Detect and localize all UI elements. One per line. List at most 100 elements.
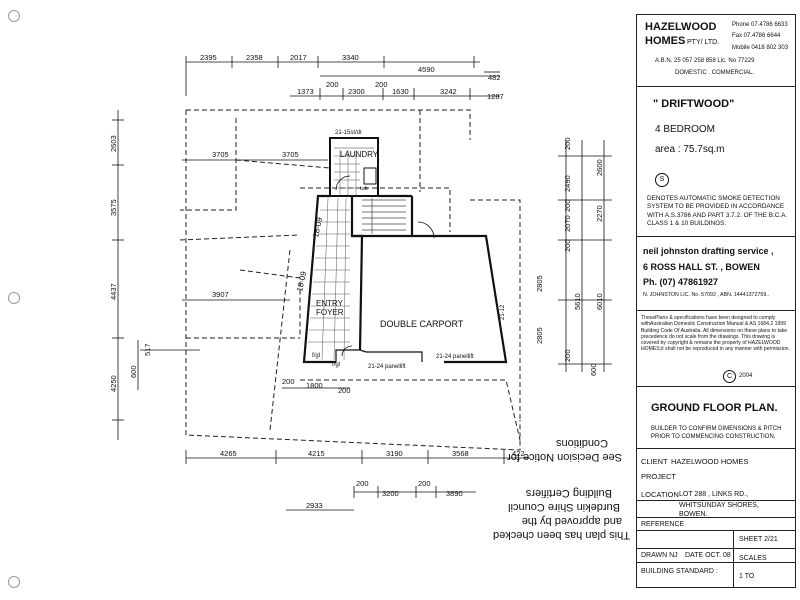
dim-right-a: 200 xyxy=(563,137,572,150)
dim-left-b: 3575 xyxy=(109,199,118,216)
room-labels: LAUNDRY 21-15st/dr tub ENTRY FOYER DOUBL… xyxy=(295,130,506,370)
dim-bot2-c: 3190 xyxy=(386,449,403,458)
dim-top1-b: 2358 xyxy=(246,53,263,62)
window-2112: 21-12 xyxy=(500,304,506,320)
company-block: HAZELWOOD HOMES PTY/ LTD. Phone 07.4786 … xyxy=(637,15,795,87)
plan-note: BUILDER TO CONFIRM DIMENSIONS & PITCH PR… xyxy=(651,426,782,440)
svg-text:This plan has been checked: This plan has been checked xyxy=(493,529,630,541)
fixed-glass-1: f/gl xyxy=(312,353,320,359)
dim-mid-b: 3705 xyxy=(282,150,299,159)
dim-top2-c: 1373 xyxy=(297,87,314,96)
dim-bot3-b: 200 xyxy=(418,479,431,488)
dim-bot1-c: 200 xyxy=(338,386,351,395)
company-abn: A.B.N. 25 057 258 858 Lic. No 77229 xyxy=(655,58,755,64)
copyright-block: ThesePlans & specifications have been de… xyxy=(637,311,795,387)
bottom-dimension-chain-3: 200 200 3200 3890 2933 xyxy=(286,479,476,511)
dim-right2-c: 5610 xyxy=(573,293,582,310)
company-fax: Fax 07.4786 6644 xyxy=(732,33,781,39)
window-1809b: 18-09 xyxy=(295,270,308,292)
dim-bot2-e: 422 xyxy=(512,449,525,458)
copyright-icon: C xyxy=(723,370,736,383)
location-line1: LOT 288 , LINKS RD., xyxy=(679,491,749,498)
company-type: DOMESTIC . COMMERCIAL. xyxy=(675,70,755,76)
dim-mid-c: 3907 xyxy=(212,290,229,299)
punch-hole xyxy=(8,576,20,588)
drawn-row: DRAWN NJ DATE OCT. 08 xyxy=(637,549,795,563)
drafter-address: 6 ROSS HALL ST. , BOWEN xyxy=(643,262,760,272)
svg-text:See Decision Notice for: See Decision Notice for xyxy=(507,451,622,463)
floor-plan-drawing: 2395 2358 2017 3340 4590 482 200 200 137… xyxy=(109,53,630,541)
dim-top1-e: 4590 xyxy=(418,65,435,74)
laundry-door-note: 21-15st/dr xyxy=(335,130,362,136)
client-label: CLIENT xyxy=(641,457,668,466)
dim-right2-a: 2600 xyxy=(595,159,604,176)
dim-top1-f: 482 xyxy=(488,73,501,82)
scales-label: SCALES xyxy=(739,555,767,562)
right-dimension-chains: 200 2490 200 2070 200 2805 2805 200 2600… xyxy=(535,137,612,376)
punch-hole xyxy=(8,292,20,304)
copyright-text: ThesePlans & specifications have been de… xyxy=(641,315,790,353)
company-name-2: HOMES xyxy=(645,35,686,47)
plan-title: GROUND FLOOR PLAN. xyxy=(651,402,778,414)
top-dimension-chain-2: 200 200 1373 2300 1630 3242 1287 xyxy=(290,80,504,101)
drafter-licence: N. JOHNSTON LIC. No. 57092 , ABN. 144413… xyxy=(643,292,770,298)
standard-row: BUILDING STANDARD : SCALES 1 TO xyxy=(637,549,795,587)
client-block: CLIENT HAZELWOOD HOMES PROJECT LOCATION … xyxy=(637,449,795,501)
svg-text:Building Certifiers: Building Certifiers xyxy=(525,487,612,499)
dim-right2-e: 600 xyxy=(589,363,598,376)
room-carport: DOUBLE CARPORT xyxy=(380,319,464,329)
location-line3: BOWEN. xyxy=(679,511,708,518)
left-dimension-chain: 2603 3575 4437 4250 600 517 xyxy=(109,110,200,440)
window-1809a: 18-09 xyxy=(311,216,324,238)
ground-floor-walls xyxy=(269,137,521,441)
drawn-by: DRAWN NJ xyxy=(641,552,678,559)
sheet-row: SHEET 2/21 xyxy=(637,531,795,549)
dim-right-h: 200 xyxy=(563,349,572,362)
dim-top2-g: 1287 xyxy=(487,92,504,101)
drafter-phone: Ph. (07) 47861927 xyxy=(643,277,719,287)
dim-right-f: 2805 xyxy=(535,275,544,292)
panellift-2: 21-24 panellift xyxy=(436,354,474,360)
fixed-glass-2: f/gl xyxy=(332,362,340,368)
dim-top1-d: 3340 xyxy=(342,53,359,62)
dim-top2-d: 2300 xyxy=(348,87,365,96)
design-name: " DRIFTWOOD" xyxy=(653,98,735,110)
dim-right-c: 200 xyxy=(563,199,572,212)
building-standard-label: BUILDING STANDARD : xyxy=(641,568,718,575)
drawn-date: DATE OCT. 08 xyxy=(685,552,731,559)
client-value: HAZELWOOD HOMES xyxy=(671,457,749,466)
drafting-block: neil johnston drafting service , 6 ROSS … xyxy=(637,237,795,311)
copyright-year: 2004 xyxy=(739,373,753,379)
reference-label: REFERENCE xyxy=(641,521,685,528)
dim-bot3-a: 200 xyxy=(356,479,369,488)
dim-left-c: 4437 xyxy=(109,283,118,300)
dim-bot1-b: 1800 xyxy=(306,381,323,390)
dim-top1-a: 2395 xyxy=(200,53,217,62)
dim-left-a: 2603 xyxy=(109,135,118,152)
location-label: LOCATION xyxy=(641,490,679,499)
design-block: " DRIFTWOOD" 4 BEDROOM area : 75.7sq.m S… xyxy=(637,87,795,237)
company-mobile: Mobile 0418 802 303 xyxy=(732,45,789,51)
laundry-room xyxy=(329,137,379,197)
room-laundry: LAUNDRY xyxy=(340,150,379,159)
interior-dimensions: 3705 3705 3907 xyxy=(182,150,328,301)
plan-title-block: GROUND FLOOR PLAN. BUILDER TO CONFIRM DI… xyxy=(637,387,795,449)
sheet-number: SHEET 2/21 xyxy=(739,536,778,543)
company-name-1: HAZELWOOD xyxy=(645,21,717,33)
dim-right2-d: 6010 xyxy=(595,293,604,310)
location-line2: WHITSUNDAY SHORES, xyxy=(679,502,759,509)
drafter-name: neil johnston drafting service , xyxy=(643,246,774,256)
dim-top2-f: 3242 xyxy=(440,87,457,96)
dim-top1-c: 2017 xyxy=(290,53,307,62)
dim-left-e: 600 xyxy=(129,365,138,378)
top-dimension-chain: 2395 2358 2017 3340 4590 482 xyxy=(185,53,501,96)
dim-top2-a: 200 xyxy=(326,80,339,89)
dim-right2-b: 2270 xyxy=(595,205,604,222)
room-entry: ENTRY xyxy=(316,299,344,308)
dim-mid-a: 3705 xyxy=(212,150,229,159)
dim-right-d: 2070 xyxy=(563,215,572,232)
reference-row: REFERENCE xyxy=(637,517,795,531)
svg-text:Burdekin Shire Council: Burdekin Shire Council xyxy=(508,501,620,513)
smoke-detector-icon: S xyxy=(655,173,669,187)
dim-top2-e: 1630 xyxy=(392,87,409,96)
